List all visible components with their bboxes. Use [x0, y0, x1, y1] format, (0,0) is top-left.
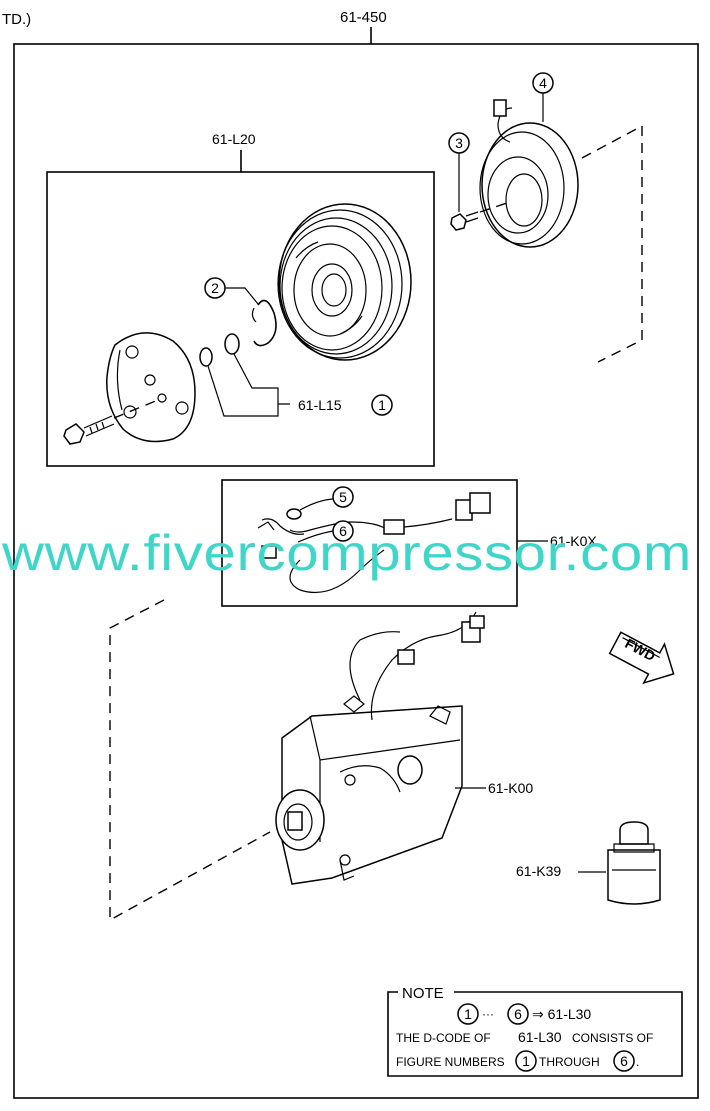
callout-1: 1: [378, 397, 386, 413]
note-line3-a: FIGURE NUMBERS: [396, 1055, 505, 1069]
callout-3: 3: [455, 135, 463, 151]
callout-4: 4: [539, 75, 547, 91]
note-title: NOTE: [402, 985, 444, 1002]
compressor-dashed-guide: [109, 599, 271, 922]
wiring-label: 61-K0X: [550, 533, 597, 549]
compressor-label: 61-K00: [488, 780, 533, 796]
note-line3-b: THROUGH: [539, 1055, 600, 1069]
callout-1-circle: [371, 394, 393, 416]
note-line2-c: CONSISTS OF: [572, 1031, 653, 1045]
outer-frame: [13, 43, 699, 1099]
note-arrow-target: ⇒ 61-L30: [532, 1006, 591, 1022]
note-box: [387, 991, 683, 1077]
note-line3-end: .: [636, 1055, 639, 1069]
plug: [607, 821, 661, 905]
snap-ring: [251, 299, 277, 347]
coil-dashed-guide: [581, 124, 643, 363]
compressor: [275, 611, 485, 885]
callout-5-circle: [332, 486, 354, 508]
shim-a: [199, 347, 213, 367]
callout-2: 2: [211, 280, 219, 296]
coil-screw: [450, 201, 511, 231]
callout-2-leader: [225, 287, 259, 305]
pulley: [277, 203, 412, 361]
clutch-kit-box: [46, 171, 435, 467]
shim-set-label: 61-L15: [298, 397, 342, 413]
wiring-box: [221, 479, 518, 607]
assembly-code-label: 61-450: [340, 9, 387, 26]
wiring-harness: [257, 492, 491, 594]
shim-set-leader-2: [233, 353, 279, 404]
note-line3-to: 6: [620, 1053, 628, 1069]
plug-label: 61-K39: [516, 863, 561, 879]
note-dots: ···: [482, 1007, 494, 1021]
armature-plate: [106, 332, 196, 443]
fwd-arrow-icon: [608, 631, 675, 685]
callout-6-leader: [297, 530, 334, 543]
field-coil: [479, 99, 579, 248]
note-line3-from: 1: [522, 1053, 530, 1069]
callout-6: 6: [339, 523, 347, 539]
note-line3-to-circle: [613, 1050, 635, 1072]
callout-5-leader: [299, 498, 334, 511]
callout-5: 5: [339, 489, 347, 505]
shim-b: [224, 333, 240, 355]
note-line2-a: THE D-CODE OF: [396, 1031, 491, 1045]
note-line2-b: 61-L30: [518, 1029, 562, 1045]
note-range-to-circle: [507, 1003, 529, 1025]
shim-set-leader: [207, 365, 290, 417]
note-line3-from-circle: [515, 1050, 537, 1072]
watermark: www.fivercompressor.com: [1, 525, 692, 581]
note-range-from-circle: [457, 1003, 479, 1025]
note-range-to: 6: [514, 1006, 522, 1022]
note-range-from: 1: [464, 1006, 472, 1022]
header-prefix: TD.): [2, 11, 31, 28]
clutch-kit-label: 61-L20: [212, 131, 256, 147]
clutch-bolt: [63, 399, 159, 445]
